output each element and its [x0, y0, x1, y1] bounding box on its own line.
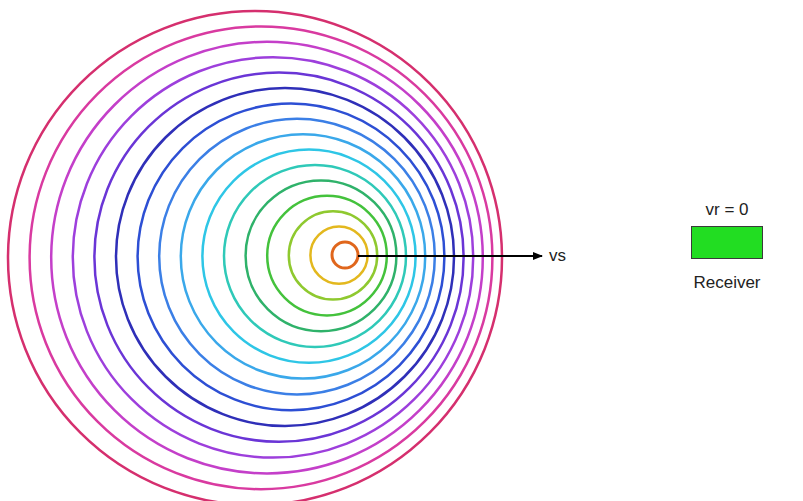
- source-wavefront: [332, 242, 358, 268]
- wavefront: [51, 42, 483, 474]
- wavefront: [94, 73, 463, 442]
- velocity-label: vs: [549, 246, 566, 266]
- receiver-box: [691, 226, 763, 259]
- receiver: vr = 0 Receiver: [687, 200, 767, 293]
- wavefront: [73, 57, 473, 457]
- receiver-label: Receiver: [693, 273, 760, 293]
- wavefront: [30, 26, 493, 489]
- velocity-label: vr = 0: [706, 200, 749, 220]
- velocity-arrow: [358, 255, 542, 257]
